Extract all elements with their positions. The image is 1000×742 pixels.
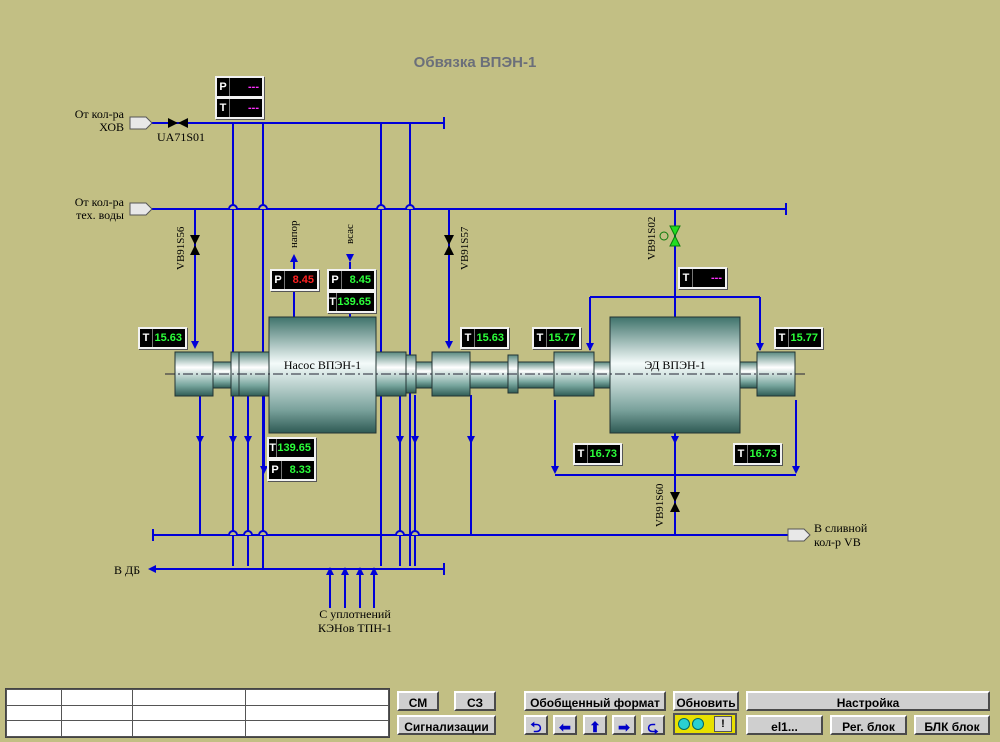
gauge-label: T [776, 329, 789, 347]
drain-collector-label: В сливной кол-р VB [814, 521, 868, 549]
seals-label: С уплотнений КЭНов ТПН-1 [317, 607, 393, 635]
hov-pressure-gauge[interactable]: P--- [215, 76, 264, 98]
back-arrow-button[interactable]: ⮌ [524, 715, 548, 735]
valve-vb91s02[interactable] [659, 225, 681, 247]
table-row [6, 704, 389, 722]
gauge-value: 15.77 [789, 329, 821, 347]
pump-label: Насос ВПЭН-1 [283, 358, 362, 372]
gauge-label: T [680, 269, 693, 287]
sm-button[interactable]: СМ [397, 691, 439, 711]
left-arrow-button[interactable]: ⬅ [553, 715, 577, 735]
gauge-label: T [575, 445, 588, 463]
hov-temperature-gauge[interactable]: T--- [215, 97, 264, 119]
blk-block-button[interactable]: БЛК блок [914, 715, 990, 735]
flow-arrows [148, 254, 800, 575]
valve-ua71s01[interactable] [168, 118, 188, 128]
valve-vb91s60[interactable] [670, 492, 680, 512]
gauge-value: --- [230, 99, 262, 117]
right-arrow-button[interactable]: ➡ [612, 715, 636, 735]
gauge-value: 8.45 [285, 271, 317, 289]
gauge-value: 139.65 [337, 293, 374, 311]
gauge-value: 16.73 [588, 445, 620, 463]
source-connectors [129, 116, 811, 542]
general-format-button[interactable]: Обобщенный формат [524, 691, 666, 711]
gauge-label: T [269, 439, 278, 457]
el1-button[interactable]: el1... [746, 715, 823, 735]
gauge-value: --- [693, 269, 725, 287]
gauge-label: T [735, 445, 748, 463]
pump-unit [165, 316, 805, 434]
db-label: В ДБ [114, 563, 141, 577]
table-row [6, 689, 389, 706]
valve-vb91s57-label: VB91S57 [459, 226, 471, 270]
gauge-label: P [217, 78, 230, 96]
signals-button[interactable]: Сигнализации [397, 715, 496, 735]
gauge-label: T [140, 329, 153, 347]
valve-vb91s57[interactable] [444, 235, 454, 255]
valve-ua71s01-label: UA71S01 [157, 130, 206, 144]
table-row [6, 720, 389, 737]
gauge-label: T [329, 293, 338, 311]
connection-icon [678, 718, 704, 730]
valve-vb91s56-label: VB91S56 [175, 226, 187, 270]
gauge-value: 15.63 [153, 329, 185, 347]
gauge-value: 16.73 [748, 445, 780, 463]
message-table [5, 688, 390, 738]
gauge-value: --- [230, 78, 262, 96]
page-title: Обвязка ВПЭН-1 [413, 54, 537, 71]
forward-arrow-icon: ⮎ [647, 719, 659, 735]
suction-label: всас [344, 224, 356, 244]
settings-button[interactable]: Настройка [746, 691, 990, 711]
gauge-label: P [329, 271, 342, 289]
gauge-label: T [217, 99, 230, 117]
forward-arrow-button[interactable]: ⮎ [641, 715, 665, 735]
refresh-button[interactable]: Обновить [673, 691, 739, 711]
status-indicator[interactable]: ! [673, 713, 737, 735]
gauge-value: 8.33 [282, 461, 314, 479]
gauge-value: 8.45 [342, 271, 374, 289]
source-hov-label: От кол-ра ХОВ [74, 107, 124, 134]
discharge-label: напор [288, 220, 300, 248]
gauge-label: T [534, 329, 547, 347]
motor-cooling-temperature-gauge[interactable]: T--- [678, 267, 727, 289]
source-tech-water-label: От кол-ра тех. воды [74, 195, 124, 222]
arrow-up-icon: ⬆ [589, 719, 601, 735]
reg-block-button[interactable]: Рег. блок [830, 715, 907, 735]
up-arrow-button[interactable]: ⬆ [583, 715, 607, 735]
gauge-label: P [272, 271, 285, 289]
gauge-value: 139.65 [277, 439, 314, 457]
back-arrow-icon: ⮌ [530, 719, 542, 735]
gauge-label: T [462, 329, 475, 347]
gauge-value: 15.63 [475, 329, 507, 347]
sz-button[interactable]: СЗ [454, 691, 496, 711]
arrow-left-icon: ⬅ [559, 719, 571, 735]
gauge-label: P [269, 461, 282, 479]
valve-vb91s02-label: VB91S02 [646, 216, 658, 260]
valve-vb91s56[interactable] [190, 235, 200, 255]
valve-vb91s60-label: VB91S60 [654, 483, 666, 527]
motor-label: ЭД ВПЭН-1 [644, 358, 706, 372]
warning-icon: ! [714, 716, 732, 732]
arrow-right-icon: ➡ [618, 719, 630, 735]
gauge-value: 15.77 [547, 329, 579, 347]
